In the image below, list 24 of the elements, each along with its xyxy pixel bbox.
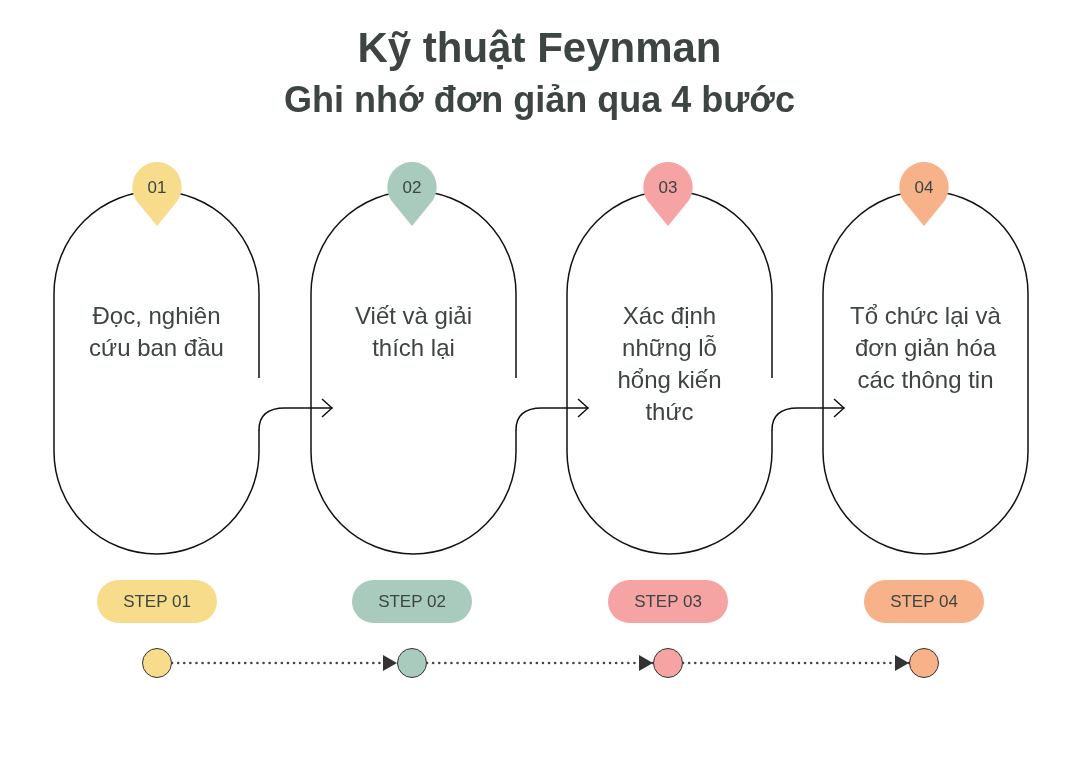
number-pin xyxy=(642,161,694,227)
step-pill: STEP 02 xyxy=(352,580,472,623)
step-description: Tổ chức lại và đơn giản hóa các thông tin xyxy=(849,301,1002,395)
step-number: 03 xyxy=(657,177,679,199)
step-number: 01 xyxy=(146,177,168,199)
dotted-arrow xyxy=(425,655,655,671)
step-number: 02 xyxy=(401,177,423,199)
curved-arrow xyxy=(515,398,589,431)
subtitle: Ghi nhớ đơn giản qua 4 bước xyxy=(284,78,795,122)
step-number: 04 xyxy=(913,177,935,199)
dotted-arrow xyxy=(681,655,911,671)
number-pin xyxy=(386,161,438,227)
step-description: Đọc, nghiên cứu ban đầu xyxy=(88,301,225,363)
title: Kỹ thuật Feynman xyxy=(357,23,722,73)
step-pill: STEP 03 xyxy=(608,580,728,623)
step-pill: STEP 04 xyxy=(864,580,984,623)
number-pin xyxy=(898,161,950,227)
curved-arrow xyxy=(258,398,333,431)
step-pill: STEP 01 xyxy=(97,580,217,623)
step-description: Viết và giải thích lại xyxy=(354,301,473,363)
number-pin xyxy=(131,161,183,227)
step-description: Xác định những lỗ hổng kiến thức xyxy=(616,301,723,427)
dotted-arrow xyxy=(170,655,399,671)
curved-arrow xyxy=(771,398,845,431)
